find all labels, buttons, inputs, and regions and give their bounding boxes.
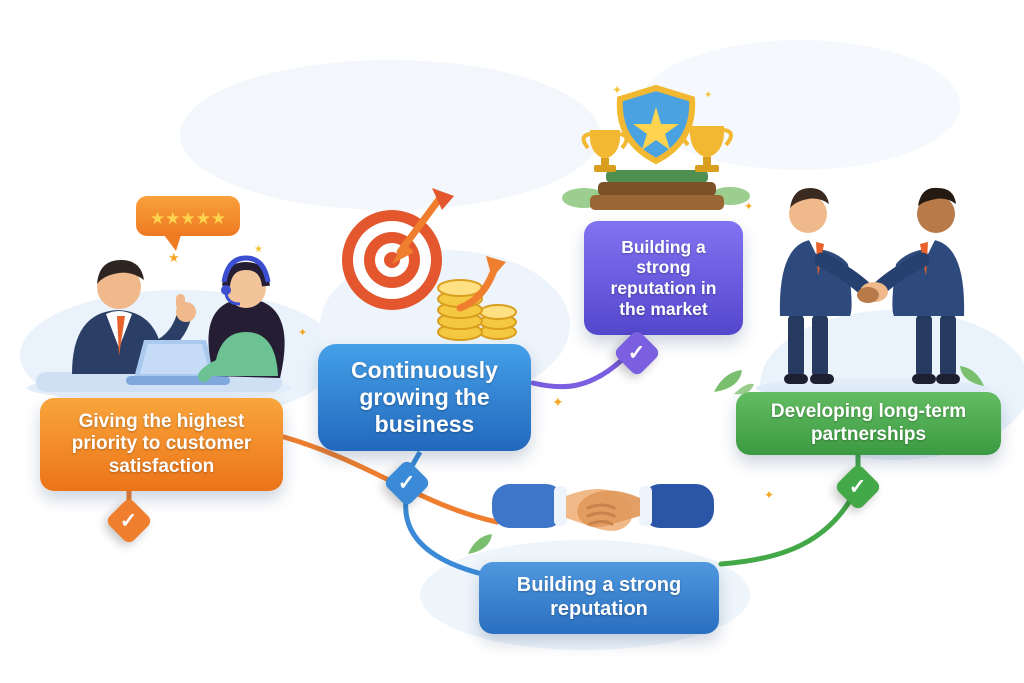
box-partnerships: Developing long-term partnerships — [736, 392, 1001, 455]
sparkle-icon: ✦ — [704, 90, 712, 101]
leaf-icon — [714, 370, 754, 395]
support-agent-man — [72, 260, 196, 374]
trophy-icon — [581, 130, 629, 172]
trophy-icon — [681, 126, 733, 172]
background-blob — [180, 60, 600, 210]
laptop — [126, 340, 230, 385]
box-growing-business-label: Continuously growing the business — [351, 356, 498, 438]
checkmark-partnerships: ✓ — [833, 462, 883, 512]
sparkle-icon: ✦ — [612, 83, 622, 97]
check-icon: ✓ — [398, 471, 416, 495]
box-customer-satisfaction: Giving the highest priority to customer … — [40, 398, 283, 491]
growth-target-illustration — [342, 188, 517, 341]
checkmark-customer: ✓ — [104, 496, 154, 546]
leaf-icon — [960, 366, 984, 386]
support-agent-woman — [198, 255, 285, 382]
box-reputation-market-label: Building a strong reputation in the mark… — [610, 236, 717, 319]
target-icon — [342, 210, 442, 310]
connector-partnerships-to-reputation — [718, 499, 852, 567]
businessman-right — [870, 187, 965, 384]
shield-star-icon — [616, 84, 696, 165]
sparkle-star-icon: ★ — [254, 244, 263, 255]
sparkle-star-icon: ★ — [168, 250, 180, 265]
headset-icon — [221, 255, 271, 306]
rating-stars: ★★★★★ — [150, 209, 226, 228]
sparkle-icon: ✦ — [298, 327, 308, 339]
handshake-illustration — [492, 484, 714, 531]
box-growing-business: Continuously growing the business — [318, 344, 531, 451]
connector-growth-stem — [409, 450, 423, 468]
books-stack — [590, 170, 724, 210]
businessman-left — [779, 188, 874, 384]
box-strong-reputation-label: Building a strong reputation — [516, 574, 682, 620]
sparkle-icon: ✦ — [764, 488, 775, 502]
rating-bubble: ★★★★★ — [136, 196, 240, 251]
checkmark-reputation-market: ✓ — [612, 328, 662, 378]
sparkle-icon: ✦ — [744, 201, 754, 213]
box-strong-reputation: Building a strong reputation — [479, 562, 719, 634]
check-icon: ✓ — [628, 341, 646, 365]
handshake-hands-icon — [857, 282, 888, 303]
check-icon: ✓ — [120, 509, 138, 533]
coins-stack-icon — [437, 279, 517, 341]
check-icon: ✓ — [849, 475, 867, 499]
sparkle-icon: ✦ — [552, 394, 564, 410]
box-customer-satisfaction-label: Giving the highest priority to customer … — [71, 410, 252, 477]
box-reputation-market: Building a strong reputation in the mark… — [584, 221, 743, 335]
dart-arrow-icon — [392, 188, 454, 264]
thumbs-up-icon — [176, 294, 196, 322]
customer-support-illustration: ★★★★★ ★ ★ — [27, 196, 291, 400]
checkmark-growth: ✓ — [382, 458, 432, 508]
handshake-icon — [492, 484, 714, 531]
growth-arrow-icon — [456, 256, 506, 312]
box-partnerships-label: Developing long-term partnerships — [770, 401, 967, 445]
leaf-icon — [468, 534, 492, 554]
awards-illustration: ✦ ✦ — [562, 83, 750, 210]
